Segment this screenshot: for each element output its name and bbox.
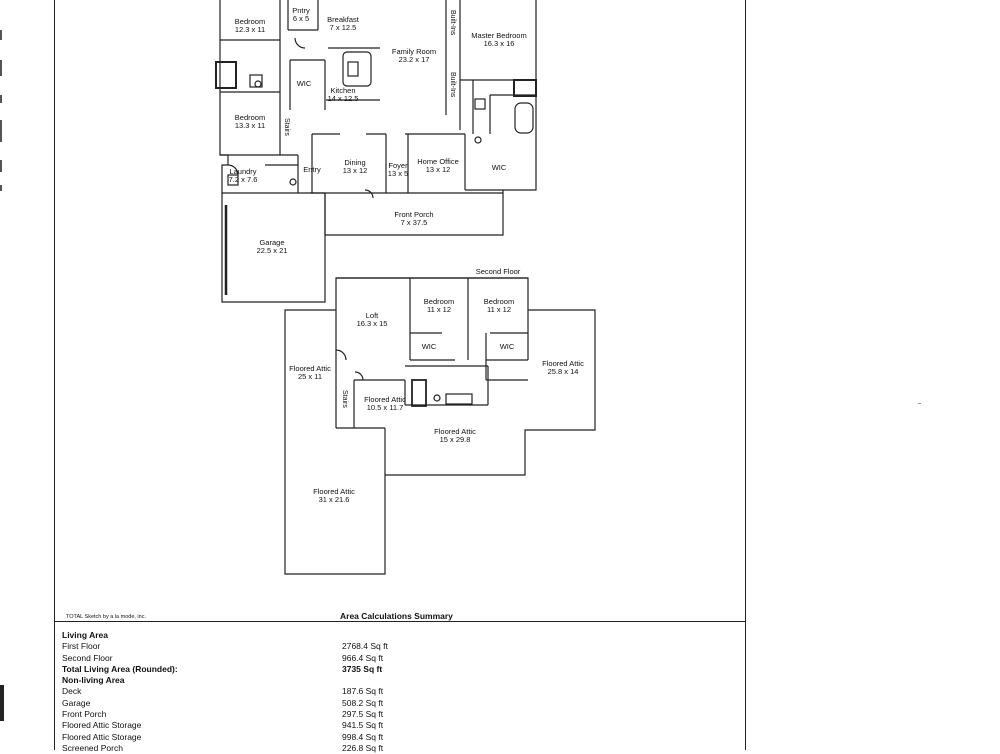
room-label-entry: Entry: [303, 165, 321, 174]
scan-speck: [918, 403, 921, 404]
summary-non-living-heading: Non-living Area: [62, 675, 125, 686]
summary-title: Area Calculations Summary: [340, 611, 453, 621]
stairs-label-2: Stairs: [341, 390, 348, 408]
room-label-wic-3: WIC: [499, 342, 515, 351]
summary-living-heading: Living Area: [62, 630, 108, 640]
room-label-wic-1: WIC: [296, 79, 312, 88]
scan-edge-artifact: [0, 30, 4, 721]
summary-row-total-living: Total Living Area (Rounded):3735 Sq ft: [62, 663, 383, 674]
second-floor-label: Second Floor: [475, 267, 521, 276]
page-frame: [54, 0, 746, 750]
built-ins-label-2: Built-Ins: [449, 72, 456, 98]
room-label-wic-2: WIC: [421, 342, 437, 351]
summary-divider: [54, 621, 746, 622]
stairs-label-1: Stairs: [283, 118, 290, 136]
floor-plan-sketch: [215, 0, 596, 575]
built-ins-label-1: Built-Ins: [449, 10, 456, 36]
room-label-wic-master: WIC: [491, 163, 507, 172]
software-credit: TOTAL Sketch by a la mode, inc.: [66, 614, 146, 620]
